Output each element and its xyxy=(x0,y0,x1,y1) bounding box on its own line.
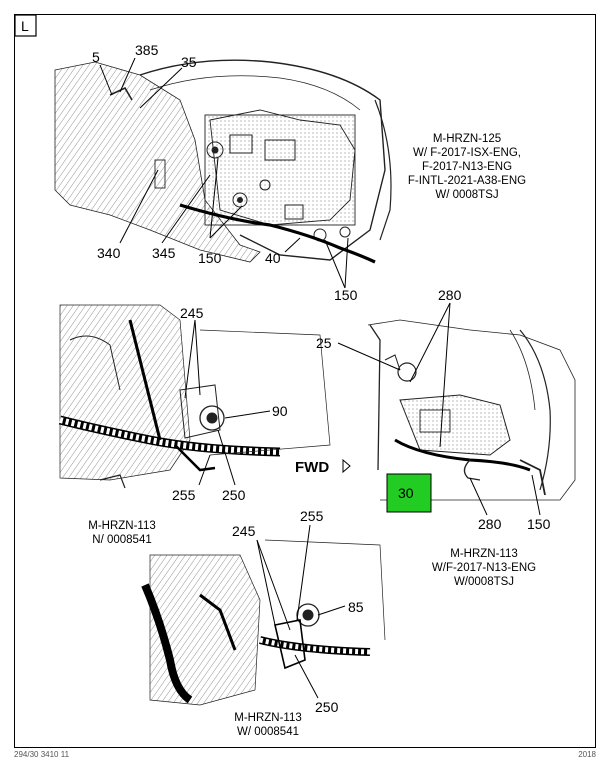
highlight-part-30[interactable]: 30 xyxy=(386,473,432,513)
note-top-right: M-HRZN-125 W/ F-2017-ISX-ENG, F-2017-N13… xyxy=(408,133,526,201)
callout-40: 40 xyxy=(265,250,281,266)
note-line: W/0008TSJ xyxy=(454,576,514,588)
note-line: M-HRZN-125 xyxy=(433,133,501,145)
note-line: F-INTL-2021-A38-ENG xyxy=(408,175,526,187)
note-line: W/F-2017-N13-ENG xyxy=(432,562,536,574)
fwd-indicator: FWD xyxy=(295,458,351,476)
view-letter-box: L xyxy=(14,14,37,37)
note-line: M-HRZN-113 xyxy=(234,712,302,724)
note-line: N/ 0008541 xyxy=(92,534,151,546)
callout-150-right: 150 xyxy=(334,287,358,303)
callout-280-top: 280 xyxy=(438,287,462,303)
note-middle-right: M-HRZN-113 W/F-2017-N13-ENG W/0008TSJ xyxy=(432,548,536,588)
fwd-label: FWD xyxy=(295,459,329,476)
callout-30: 30 xyxy=(398,485,414,501)
callout-250-middle: 250 xyxy=(222,487,246,503)
note-line: F-2017-N13-ENG xyxy=(422,161,512,173)
middle-right-view xyxy=(367,319,576,501)
footer-reference: 294/30 3410 11 xyxy=(14,750,70,759)
middle-left-view xyxy=(58,304,331,489)
note-line: W/ 0008TSJ xyxy=(435,189,498,201)
callout-245-bottom: 245 xyxy=(232,523,256,539)
note-middle-left: M-HRZN-113 N/ 0008541 xyxy=(88,520,156,546)
callout-250-bottom: 250 xyxy=(315,699,339,715)
callout-25: 25 xyxy=(316,335,332,351)
callout-90: 90 xyxy=(272,403,288,419)
bottom-view xyxy=(141,539,386,706)
callout-345: 345 xyxy=(152,245,176,261)
note-line: W/ 0008541 xyxy=(237,726,299,738)
callout-255-bottom: 255 xyxy=(300,508,324,524)
callout-150-top: 150 xyxy=(198,250,222,266)
callout-245-middle: 245 xyxy=(180,305,204,321)
view-letter: L xyxy=(21,18,29,34)
callout-280-bottom: 280 xyxy=(478,516,502,532)
note-line: M-HRZN-113 xyxy=(450,548,518,560)
callout-385: 385 xyxy=(135,42,159,58)
leader-lines xyxy=(99,57,541,699)
top-engine-view xyxy=(54,59,392,264)
footer-year: 2018 xyxy=(578,750,596,759)
callout-35: 35 xyxy=(181,54,197,70)
callout-5: 5 xyxy=(92,49,100,65)
note-line: W/ F-2017-ISX-ENG, xyxy=(413,147,521,159)
diagram-frame xyxy=(14,14,596,748)
callouts: 5 385 35 340 345 150 40 150 245 90 255 2… xyxy=(92,42,551,715)
callout-340: 340 xyxy=(97,245,121,261)
callout-150-bottom: 150 xyxy=(527,516,551,532)
callout-85: 85 xyxy=(348,599,364,615)
callout-255-middle: 255 xyxy=(172,487,196,503)
note-line: M-HRZN-113 xyxy=(88,520,156,532)
note-bottom: M-HRZN-113 W/ 0008541 xyxy=(234,712,302,738)
